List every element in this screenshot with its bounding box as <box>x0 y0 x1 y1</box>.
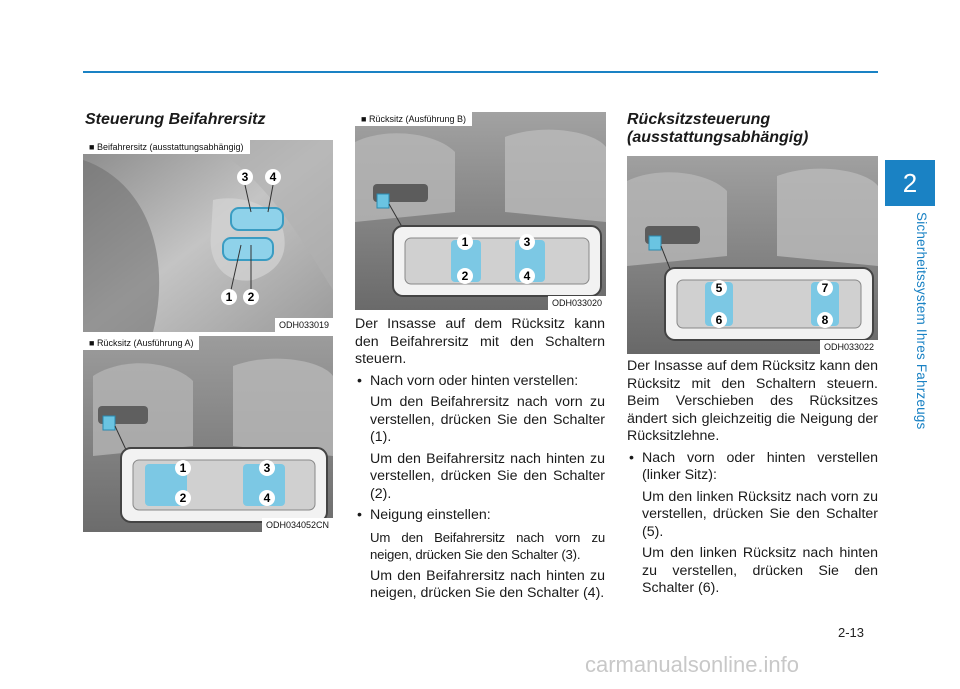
bullet-recline: Neigung einstellen: <box>355 507 605 525</box>
callout-8: 8 <box>822 313 829 327</box>
figure-code: ODH034052CN <box>261 518 333 532</box>
callout-2: 2 <box>462 269 469 283</box>
passenger-seat-illustration: 3 4 1 2 <box>83 140 333 332</box>
figure-code: ODH033019 <box>274 318 333 332</box>
figure-passenger-seat-switch: 3 4 1 2 Beifahrersitz (ausstattungsabhän… <box>83 140 333 332</box>
callout-3: 3 <box>242 170 249 184</box>
chapter-title: Sicherheitssystem Ihres Fahrzeugs <box>914 212 929 430</box>
watermark: carmanualsonline.info <box>585 652 800 677</box>
callout-4: 4 <box>524 269 531 283</box>
callout-6: 6 <box>716 313 723 327</box>
top-rule <box>83 71 878 73</box>
callout-3: 3 <box>524 235 531 249</box>
paragraph-tilt-back: Um den Beifahrersitz nach hinten zu neig… <box>370 567 605 602</box>
heading-line-1: Rücksitzsteuerung <box>627 111 771 128</box>
chapter-tab: 2 <box>885 160 935 206</box>
section-heading-passenger: Steuerung Beifahrersitz <box>85 111 266 128</box>
callout-2: 2 <box>180 491 187 505</box>
callout-1: 1 <box>226 290 233 304</box>
figure-rear-seat-control: 5 6 7 8 ODH033022 <box>627 156 878 354</box>
paragraph-backward: Um den Beifahrersitz nach hinten zu vers… <box>370 450 605 502</box>
callout-7: 7 <box>822 281 829 295</box>
page-number: 2-13 <box>838 625 865 640</box>
callout-4: 4 <box>264 491 271 505</box>
col3-body: Der Insasse auf dem Rücksitz kann den Rü… <box>627 358 878 602</box>
rear-seat-b-illustration: 1 2 3 4 <box>355 112 606 310</box>
callout-5: 5 <box>716 281 723 295</box>
paragraph-forward: Um den Beifahrersitz nach vorn zu verste… <box>370 394 605 445</box>
figure-code: ODH033020 <box>547 296 606 310</box>
rear-seat-control-illustration: 5 6 7 8 <box>627 156 878 354</box>
heading-line-2: (ausstattungsabhängig) <box>627 129 809 146</box>
figure-caption: Rücksitz (Ausführung B) <box>355 112 472 126</box>
figure-rear-seat-a: 1 2 3 4 Rücksitz (Ausführung A) ODH03405… <box>83 336 333 532</box>
figure-code: ODH033022 <box>819 340 878 354</box>
paragraph-intro: Der Insasse auf dem Rücksitz kann den Be… <box>355 316 605 367</box>
figure-rear-seat-b: 1 2 3 4 Rücksitz (Ausführung B) ODH03302… <box>355 112 606 310</box>
callout-1: 1 <box>180 461 187 475</box>
rear-seat-a-illustration: 1 2 3 4 <box>83 336 333 532</box>
bullet-fore-aft: Nach vorn oder hinten verstellen: <box>355 373 605 391</box>
callout-3: 3 <box>264 461 271 475</box>
paragraph-intro: Der Insasse auf dem Rücksitz kann den Rü… <box>627 358 878 444</box>
paragraph-tilt-forward: Um den Beifahrersitz nach vorn zu neigen… <box>370 529 605 563</box>
chapter-number: 2 <box>902 167 918 198</box>
callout-4: 4 <box>270 170 277 184</box>
figure-caption: Rücksitz (Ausführung A) <box>83 336 200 350</box>
bullet-fore-aft-left: Nach vorn oder hinten verstellen (linker… <box>627 450 878 485</box>
callout-1: 1 <box>462 235 469 249</box>
figure-caption: Beifahrersitz (ausstattungsabhängig) <box>83 140 250 154</box>
paragraph-left-backward: Um den linken Rücksitz nach hinten zu ve… <box>642 545 878 596</box>
section-heading-rear: Rücksitzsteuerung (ausstattungsabhängig) <box>627 111 808 147</box>
callout-2: 2 <box>248 290 255 304</box>
col2-body: Der Insasse auf dem Rücksitz kann den Be… <box>355 316 605 607</box>
paragraph-left-forward: Um den linken Rücksitz nach vorn zu vers… <box>642 488 878 540</box>
